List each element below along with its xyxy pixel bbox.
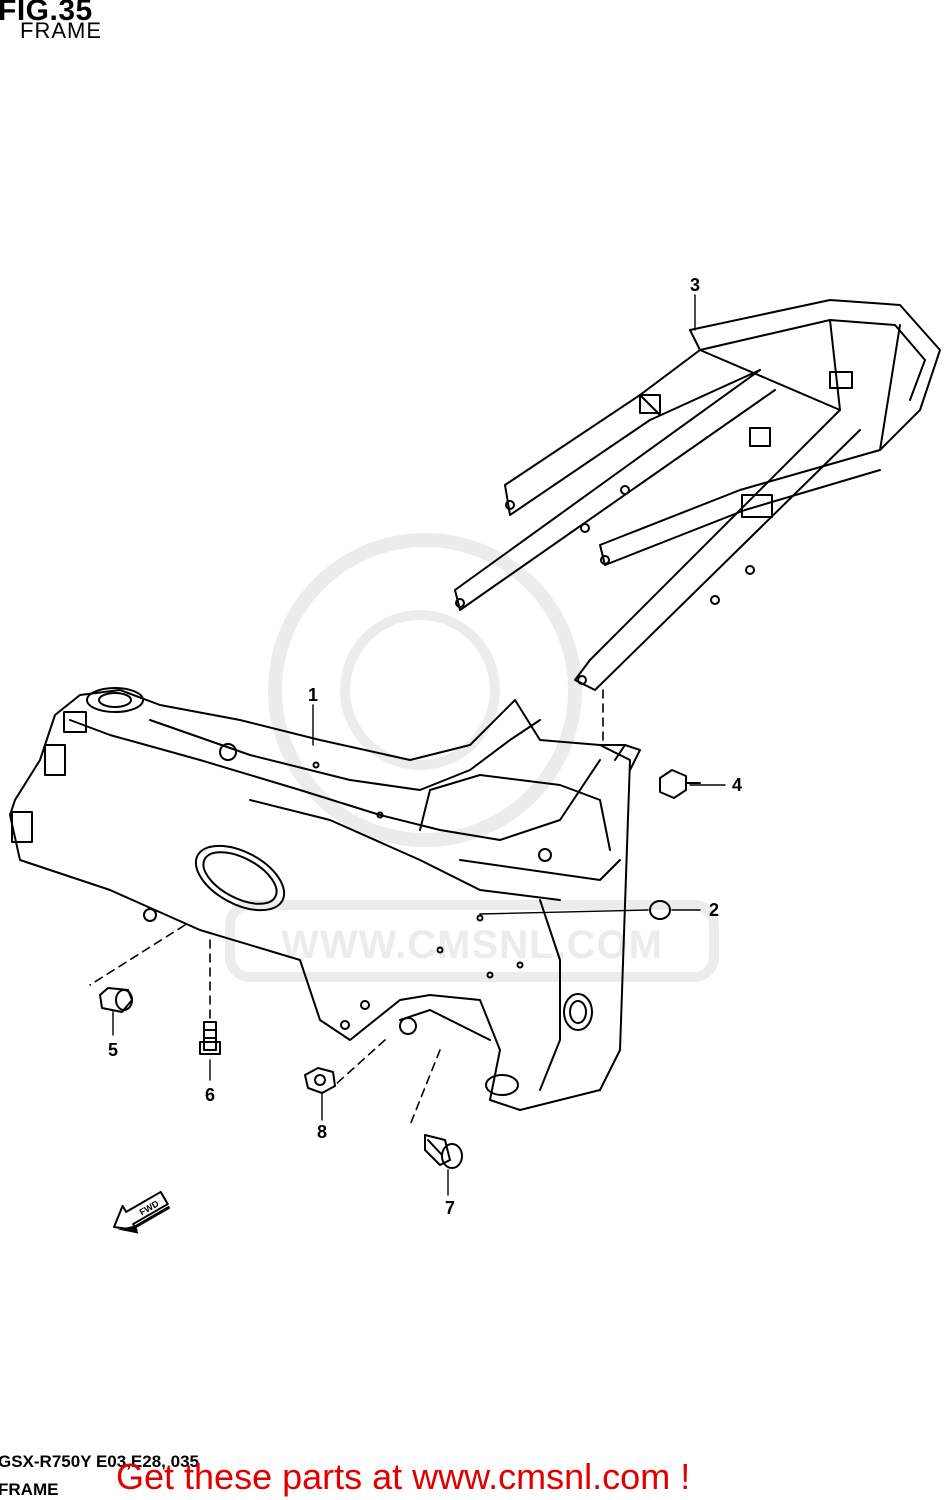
callout-2: 2 xyxy=(709,900,719,920)
callout-8: 8 xyxy=(317,1122,327,1142)
section-name: FRAME xyxy=(0,1480,59,1499)
bolt-part-6 xyxy=(199,1021,221,1055)
seat-rail-part xyxy=(454,299,941,691)
main-frame-part xyxy=(9,687,641,1111)
fwd-arrow-icon: FWD xyxy=(113,1190,171,1234)
watermark: WWW.CMSNL.COM xyxy=(225,533,719,982)
callout-5: 5 xyxy=(108,1040,118,1060)
bolt-part-7 xyxy=(424,1134,463,1169)
figure-number: FIG.35 xyxy=(0,0,93,27)
model-code: GSX-R750Y E03,E28, 035 xyxy=(0,1452,199,1471)
callout-leaders xyxy=(112,294,726,1196)
cap-part-2 xyxy=(649,900,671,920)
callout-6: 6 xyxy=(205,1085,215,1105)
watermark-text: WWW.CMSNL.COM xyxy=(281,923,663,967)
leader-lines xyxy=(89,689,604,1126)
collar-part-5 xyxy=(99,987,133,1013)
callout-4: 4 xyxy=(732,775,742,795)
nut-part-8 xyxy=(304,1067,336,1094)
bolt-part-4 xyxy=(659,769,701,799)
callout-1: 1 xyxy=(308,685,318,705)
shop-link[interactable]: Get these parts at www.cmsnl.com ! xyxy=(116,1456,691,1497)
figure-subtitle: FRAME xyxy=(20,18,102,43)
callout-3: 3 xyxy=(690,275,700,295)
callout-labels: 1 2 3 4 5 6 7 8 xyxy=(108,275,742,1218)
callout-7: 7 xyxy=(445,1198,455,1218)
